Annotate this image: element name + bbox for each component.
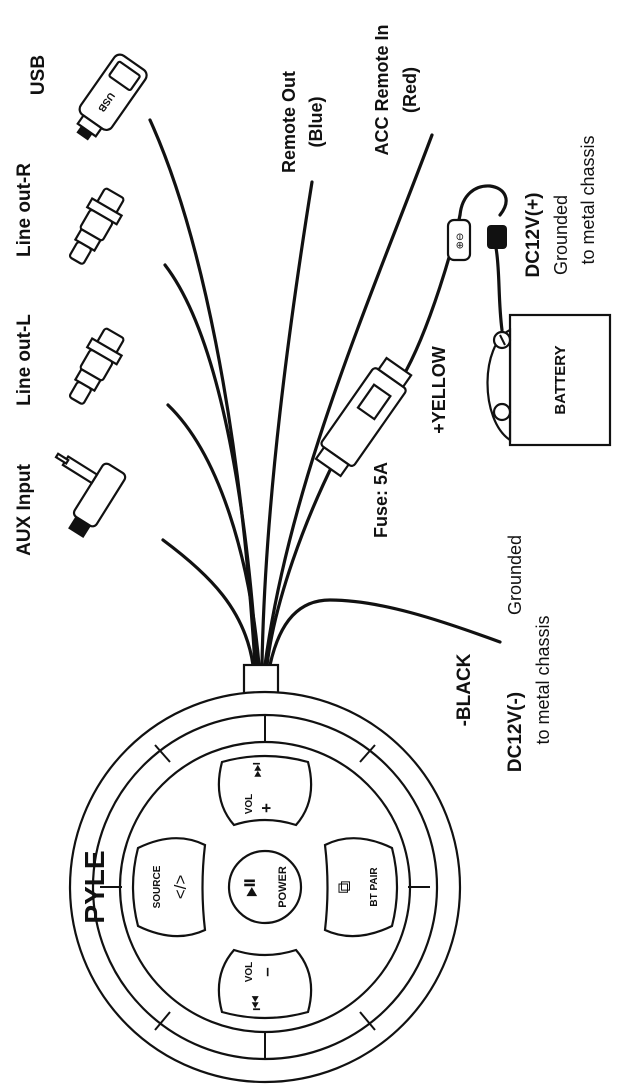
label-line-out-l: Line out-L	[14, 314, 35, 406]
label-dc12v-minus: DC12V(-)	[505, 692, 526, 772]
power-label: POWER	[277, 866, 289, 908]
vol-up-label: VOL	[244, 794, 255, 815]
usb-connector: USB	[76, 53, 148, 141]
wire-labels: USB Line out-R Line out-L AUX Input Remo…	[14, 24, 598, 772]
battery: BATTERY	[486, 313, 612, 447]
aux-input-connector	[54, 452, 127, 538]
vol-up-button[interactable]: ⏭ VOL +	[217, 754, 313, 827]
controller-ring-segments	[100, 716, 430, 1058]
battery-label: BATTERY	[552, 345, 569, 414]
label-grounded-2: Grounded	[505, 535, 525, 615]
label-black: -BLACK	[454, 653, 475, 726]
next-track-icon: ⏭	[247, 762, 266, 777]
source-button[interactable]: SOURCE </>	[131, 837, 207, 938]
play-pause-icon: ⏯	[234, 877, 264, 898]
bt-pair-button[interactable]: ⧉ BT PAIR	[323, 837, 399, 938]
label-to-metal-chassis: to metal chassis	[578, 135, 598, 264]
label-remote-out: Remote Out	[279, 71, 299, 173]
svg-text:⊕⊖: ⊕⊖	[455, 233, 466, 250]
label-yellow: +YELLOW	[429, 346, 449, 434]
label-fuse: Fuse: 5A	[371, 462, 391, 538]
power-inline-connector: ⊕⊖	[446, 218, 507, 262]
vol-down-label: VOL	[244, 962, 255, 983]
label-grounded: Grounded	[551, 195, 571, 275]
power-button[interactable]	[227, 849, 303, 925]
label-remote-out-color: (Blue)	[306, 97, 326, 148]
line-out-l-connector	[68, 327, 125, 405]
label-to-metal-chassis-2: to metal chassis	[533, 615, 553, 744]
bt-pair-label: BT PAIR	[369, 867, 380, 907]
label-acc-remote-in-color: (Red)	[400, 67, 420, 113]
label-usb: USB	[28, 55, 49, 95]
source-label: SOURCE	[152, 865, 163, 908]
prev-track-icon: ⏮	[247, 995, 266, 1010]
cable-grommet	[242, 663, 280, 697]
label-line-out-r: Line out-R	[14, 163, 35, 257]
minus-icon: –	[257, 967, 276, 976]
bluetooth-link-icon: ⧉	[334, 880, 354, 893]
line-out-r-connector	[68, 187, 125, 265]
label-dc12v-plus: DC12V(+)	[523, 193, 544, 278]
source-switch-icon: </>	[171, 875, 190, 900]
vol-down-button[interactable]: VOL – ⏮	[217, 948, 313, 1020]
plus-icon: +	[257, 803, 276, 813]
wire-bundle	[148, 118, 508, 667]
label-acc-remote-in: ACC Remote In	[372, 24, 392, 155]
label-aux-input: AUX Input	[14, 463, 35, 555]
fuse-holder	[314, 356, 413, 478]
brand-logo: PYLE	[79, 850, 110, 923]
controller-remote: PYLE ⏯ POWER ⏭ VOL + VOL – ⏮ SOURCE </>	[68, 663, 462, 1084]
